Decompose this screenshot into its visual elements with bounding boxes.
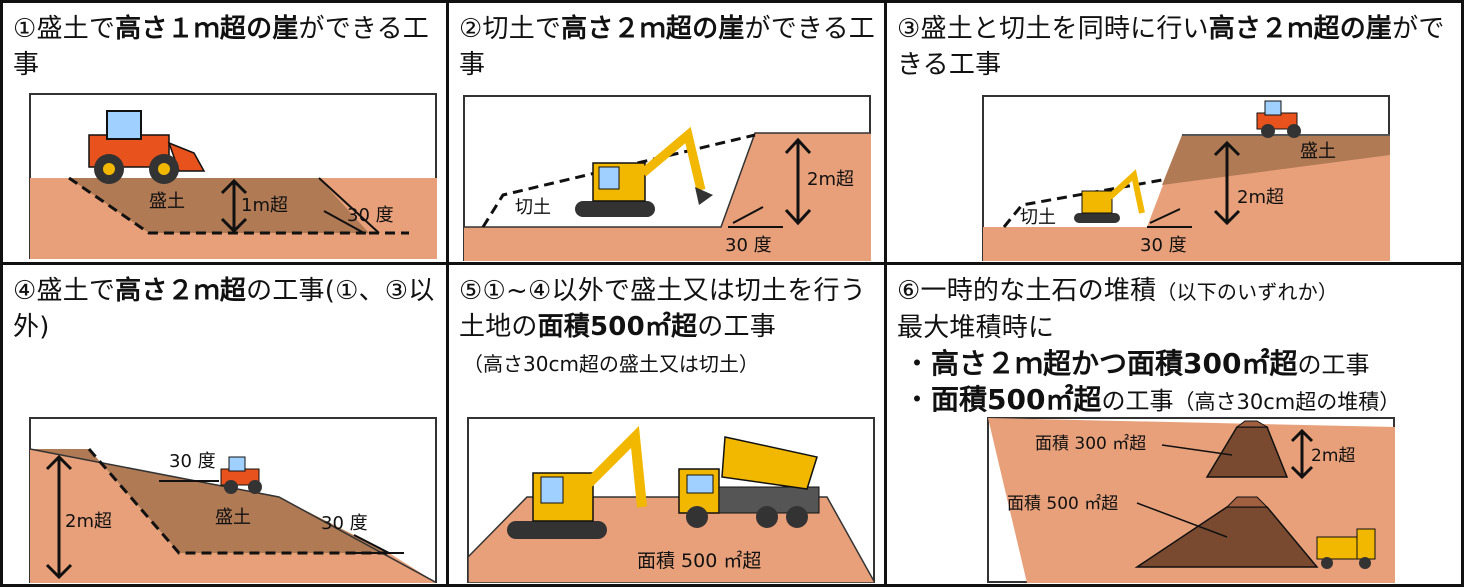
fill-label: 盛土 [149,191,185,212]
excavator-icon [507,426,647,539]
panel-3-title: ③盛土と切土を同時に行い高さ２ｍ超の崖ができる工事 [897,14,1445,80]
fill-mound [1162,135,1390,185]
angle-label-1: 30 度 [169,451,216,472]
panel-1: ①盛土で高さ１ｍ超の崖ができる工事 盛土 1m超 30 度 [0,0,449,265]
panel-2-title: ②切土で高さ２ｍ超の崖ができる工事 [459,14,876,80]
panel-6-illustration: 2m超 面積 300 ㎡超 面積 500 ㎡超 [987,417,1395,583]
panel-1-title: ①盛土で高さ１ｍ超の崖ができる工事 [13,14,430,80]
angle-label-2: 30 度 [321,513,368,534]
excavator-icon [575,126,713,217]
fill-label: 盛土 [215,507,251,528]
dump-truck-icon [678,436,820,528]
panel-5-subtitle: （高さ30cm超の盛土又は切土） [463,352,759,376]
panel-1-illustration: 盛土 1m超 30 度 [29,93,437,259]
cut-label: 切土 [515,197,551,218]
panel-6-bullet-2: ・面積500㎡超の工事（高さ30cm超の堆積） [903,383,1401,416]
fill-mound [30,449,389,553]
panel-6-title: ⑥一時的な土石の堆積（以下のいずれか）最大堆積時に [897,276,1339,343]
panel-3-illustration: 盛土 2m超 切土 30 度 [982,95,1390,261]
height-label: 2m超 [807,169,854,190]
stockpile-small-icon [1205,420,1289,478]
panel-6-bullet-1: ・高さ２ｍ超かつ面積300㎡超の工事 [903,347,1370,380]
wheel-loader-icon [1256,100,1301,138]
panel-4-title: ④盛土で高さ２ｍ超の工事(①、③以外) [13,276,435,342]
panel-5-title: ⑤①~④以外で盛土又は切土を行う土地の面積500㎡超の工事 [459,276,866,342]
panel-2: ②切土で高さ２ｍ超の崖ができる工事 切土 2m超 30 度 [446,0,887,265]
fill-label: 盛土 [1300,141,1336,162]
wheel-loader-icon [88,110,206,184]
panel-5: ⑤①~④以外で盛土又は切土を行う土地の面積500㎡超の工事 （高さ30cm超の盛… [446,262,887,587]
dump-truck-icon [1316,528,1376,569]
area-label: 面積 500 ㎡超 [637,549,761,572]
panel-6: ⑥一時的な土石の堆積（以下のいずれか）最大堆積時に ・高さ２ｍ超かつ面積300㎡… [884,262,1464,587]
panel-4: ④盛土で高さ２ｍ超の工事(①、③以外) 2m超 30 度 盛土 30 度 [0,262,449,587]
angle-label: 30 度 [347,205,394,226]
height-label: 2m超 [65,511,112,532]
area-label-300: 面積 300 ㎡超 [1035,434,1146,454]
height-label: 1m超 [241,195,288,216]
height-label: 2m超 [1237,187,1284,208]
panel-2-illustration: 切土 2m超 30 度 [463,95,871,261]
panel-3: ③盛土と切土を同時に行い高さ２ｍ超の崖ができる工事 盛土 2m超 切土 30 度 [884,0,1464,265]
angle-label: 30 度 [1140,235,1187,256]
panel-4-illustration: 2m超 30 度 盛土 30 度 [29,417,437,583]
cut-label: 切土 [1020,207,1056,228]
fill-mound [69,178,369,233]
height-label: 2m超 [1311,446,1355,466]
excavator-icon [1074,169,1145,223]
ground [464,133,871,261]
angle-label: 30 度 [725,235,772,256]
panel-5-illustration: 面積 500 ㎡超 [467,417,875,583]
area-label-500: 面積 500 ㎡超 [1007,494,1118,514]
wheel-loader-icon [220,456,262,494]
ground [30,449,437,583]
